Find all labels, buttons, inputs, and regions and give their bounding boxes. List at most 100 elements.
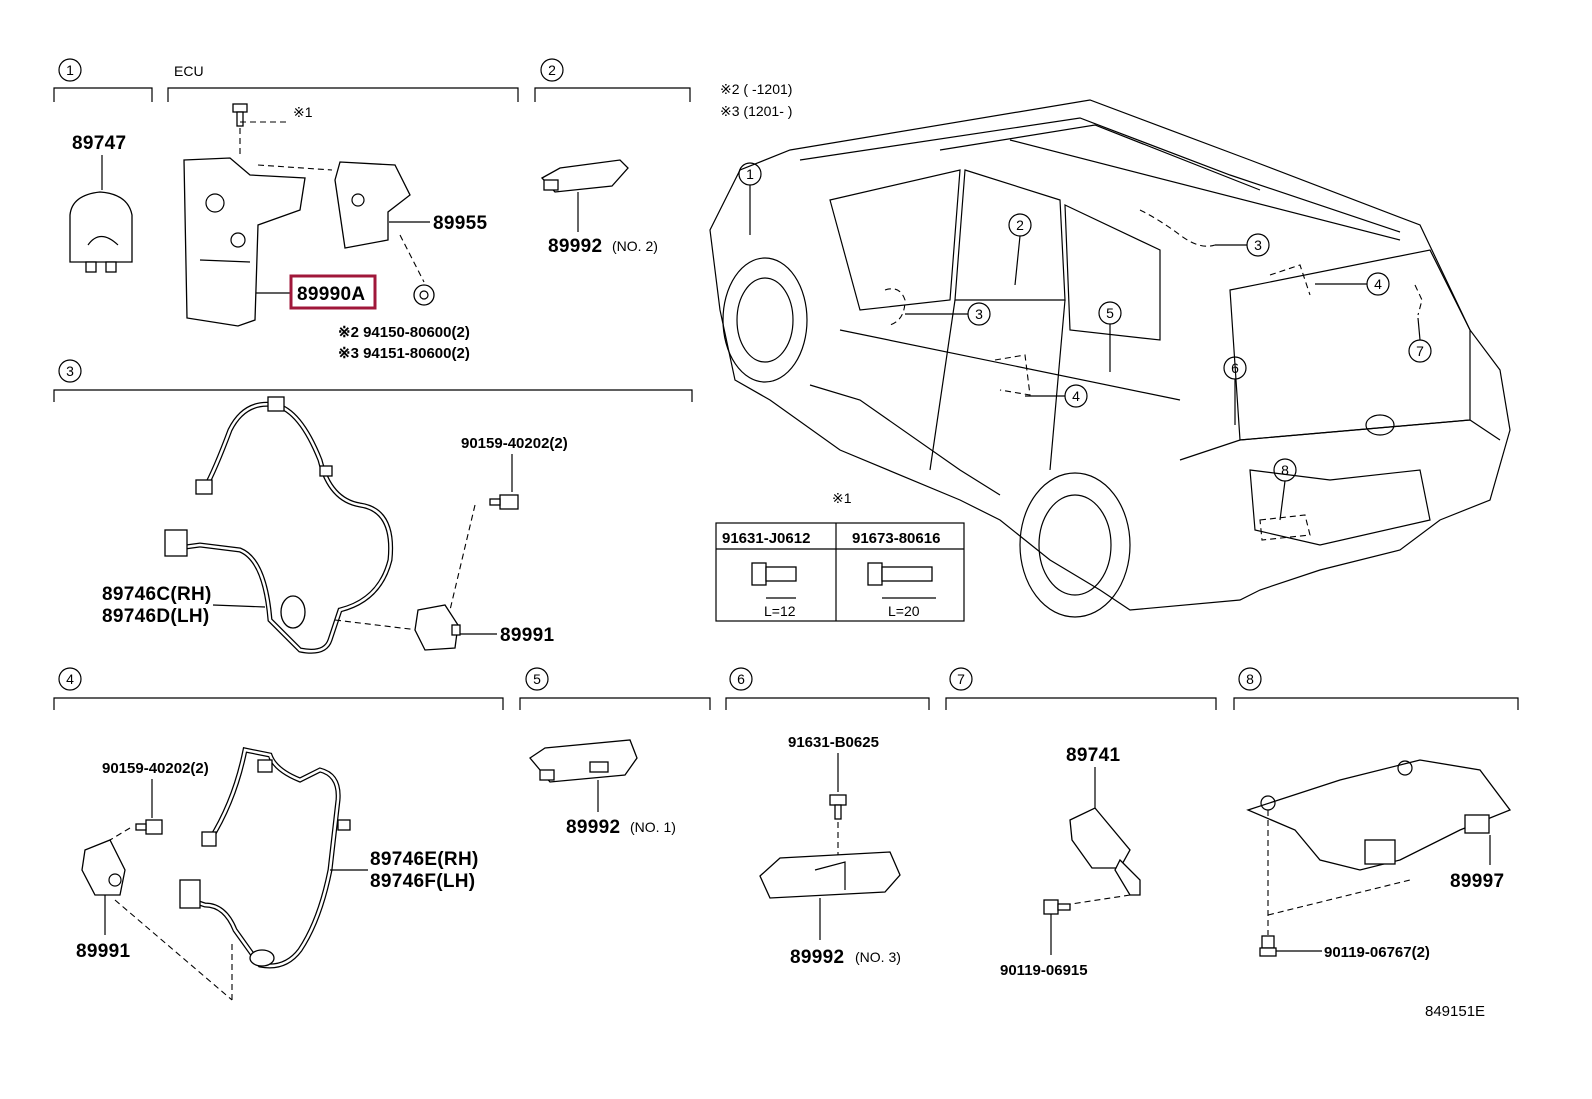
section-2: 2 89992 (NO. 2) [534, 58, 691, 257]
harness-89746e[interactable] [179, 747, 351, 969]
section-1-marker: 1 [58, 58, 82, 82]
section-1: 1 89747 [53, 58, 153, 273]
part-89955-label[interactable]: 89955 [433, 213, 487, 234]
part-89746c-label[interactable]: 89746C(RH) [102, 584, 212, 605]
section-8: 8 89997 90119-06767(2) [1233, 667, 1519, 961]
part-89746e-label[interactable]: 89746E(RH) [370, 849, 479, 870]
part-89991-sensor-b[interactable] [81, 839, 126, 896]
bolt-table: ※1 91631-J0612 91673-80616 L=12 L=20 [715, 490, 965, 622]
section-8-bolt[interactable] [1259, 935, 1277, 957]
svg-text:8: 8 [1281, 462, 1289, 478]
bolt-l20-icon [867, 562, 936, 599]
callout-8[interactable]: 8 [1273, 458, 1297, 521]
ecu-title: ECU [174, 63, 204, 79]
section-6-bolt[interactable] [829, 794, 847, 820]
section-4-bolt[interactable] [135, 819, 163, 835]
part-89990a-label[interactable]: 89990A [297, 284, 365, 305]
svg-text:7: 7 [957, 671, 965, 687]
part-89746f-label[interactable]: 89746F(LH) [370, 871, 475, 892]
bolt-x3-label[interactable]: ※3 94151-80600(2) [338, 345, 470, 362]
part-89741-label[interactable]: 89741 [1066, 745, 1120, 766]
callout-4-lower[interactable]: 4 [1025, 384, 1088, 408]
part-91631-b0625-label[interactable]: 91631-B0625 [788, 734, 879, 751]
highlight-89990a [289, 274, 377, 310]
bolt-table-note: ※1 [832, 490, 852, 506]
svg-text:1: 1 [746, 166, 754, 182]
part-89992-no2-suffix: (NO. 2) [612, 238, 658, 254]
ecu-unit[interactable] [183, 157, 306, 327]
callout-1[interactable]: 1 [738, 162, 762, 235]
bolt-table-col1-part[interactable]: 91631-J0612 [722, 530, 810, 547]
ecu-bolt[interactable] [232, 103, 248, 127]
part-89992-no2-label[interactable]: 89992 [548, 236, 602, 257]
part-90159-a-label[interactable]: 90159-40202(2) [461, 435, 568, 452]
section-7-marker: 7 [949, 667, 973, 691]
part-89747-relay[interactable] [69, 191, 133, 273]
part-89992-no2-antenna[interactable] [540, 159, 629, 193]
svg-text:6: 6 [1231, 360, 1239, 376]
section-3-bolt[interactable] [489, 494, 519, 510]
ecu-nut[interactable] [413, 284, 435, 306]
part-89992-no1-antenna[interactable] [529, 739, 638, 783]
section-7-bolt[interactable] [1043, 899, 1071, 915]
part-89997-bracket[interactable] [1246, 759, 1512, 871]
part-89992-no1-label[interactable]: 89992 [566, 817, 620, 838]
section-5: 5 89992 (NO. 1) [519, 667, 711, 838]
ecu-bracket-89955[interactable] [334, 161, 411, 249]
part-89992-no3-suffix: (NO. 3) [855, 949, 901, 965]
bolt-table-col2-len: L=20 [888, 603, 920, 619]
part-89992-no1-suffix: (NO. 1) [630, 819, 676, 835]
part-89741-sensor[interactable] [1069, 807, 1141, 896]
svg-text:4: 4 [1374, 276, 1382, 292]
vehicle-illustration [709, 99, 1511, 618]
section-6: 6 91631-B0625 89992 (NO. 3) [725, 667, 930, 968]
vehicle-note-x2: ※2 ( -1201) [720, 81, 792, 97]
section-5-marker: 5 [525, 667, 549, 691]
svg-text:6: 6 [737, 671, 745, 687]
section-3-marker: 3 [58, 359, 82, 383]
section-4-marker: 4 [58, 667, 82, 691]
svg-text:7: 7 [1416, 343, 1424, 359]
svg-text:2: 2 [1016, 217, 1024, 233]
part-90159-b-label[interactable]: 90159-40202(2) [102, 760, 209, 777]
svg-text:4: 4 [1072, 388, 1080, 404]
svg-text:4: 4 [66, 671, 74, 687]
bolt-table-col2-part[interactable]: 91673-80616 [852, 530, 940, 547]
callout-3-lower[interactable]: 3 [905, 302, 991, 326]
section-6-marker: 6 [729, 667, 753, 691]
bolt-table-col1-len: L=12 [764, 603, 796, 619]
part-89997-label[interactable]: 89997 [1450, 871, 1504, 892]
svg-text:3: 3 [1254, 237, 1262, 253]
part-89991-b-label[interactable]: 89991 [76, 941, 130, 962]
callout-6[interactable]: 6 [1223, 356, 1247, 425]
callout-2[interactable]: 2 [1008, 213, 1032, 286]
part-89991-a-label[interactable]: 89991 [500, 625, 554, 646]
harness-89746c[interactable] [164, 396, 394, 654]
svg-text:5: 5 [1106, 305, 1114, 321]
figure-id: 849151E [1425, 1003, 1485, 1020]
svg-text:3: 3 [975, 306, 983, 322]
part-89992-no3-label[interactable]: 89992 [790, 947, 844, 968]
section-7: 7 89741 90119-06915 [945, 667, 1217, 979]
section-4: 4 90159-40202(2) 89991 89746E(RH) 897 [53, 667, 504, 1001]
callout-7[interactable]: 7 [1408, 317, 1432, 363]
part-90119-06915-label[interactable]: 90119-06915 [1000, 962, 1088, 979]
svg-text:8: 8 [1246, 671, 1254, 687]
svg-text:2: 2 [548, 62, 556, 78]
callout-3-upper[interactable]: 3 [1215, 233, 1270, 257]
section-8-marker: 8 [1238, 667, 1262, 691]
svg-text:3: 3 [66, 363, 74, 379]
bolt-x2-label[interactable]: ※2 94150-80600(2) [338, 324, 470, 341]
vehicle-callouts: 1 2 3 3 4 4 5 6 [738, 162, 1432, 521]
part-90119-06767-label[interactable]: 90119-06767(2) [1324, 944, 1430, 961]
callout-5[interactable]: 5 [1098, 301, 1122, 372]
part-89991-sensor-a[interactable] [414, 604, 461, 651]
part-89992-no3-antenna[interactable] [759, 851, 901, 899]
svg-text:1: 1 [66, 62, 74, 78]
part-89746d-label[interactable]: 89746D(LH) [102, 606, 210, 627]
section-2-marker: 2 [540, 58, 564, 82]
callout-4-upper[interactable]: 4 [1315, 272, 1390, 296]
part-89747-label[interactable]: 89747 [72, 133, 126, 154]
vehicle-note-x3: ※3 (1201- ) [720, 103, 792, 119]
